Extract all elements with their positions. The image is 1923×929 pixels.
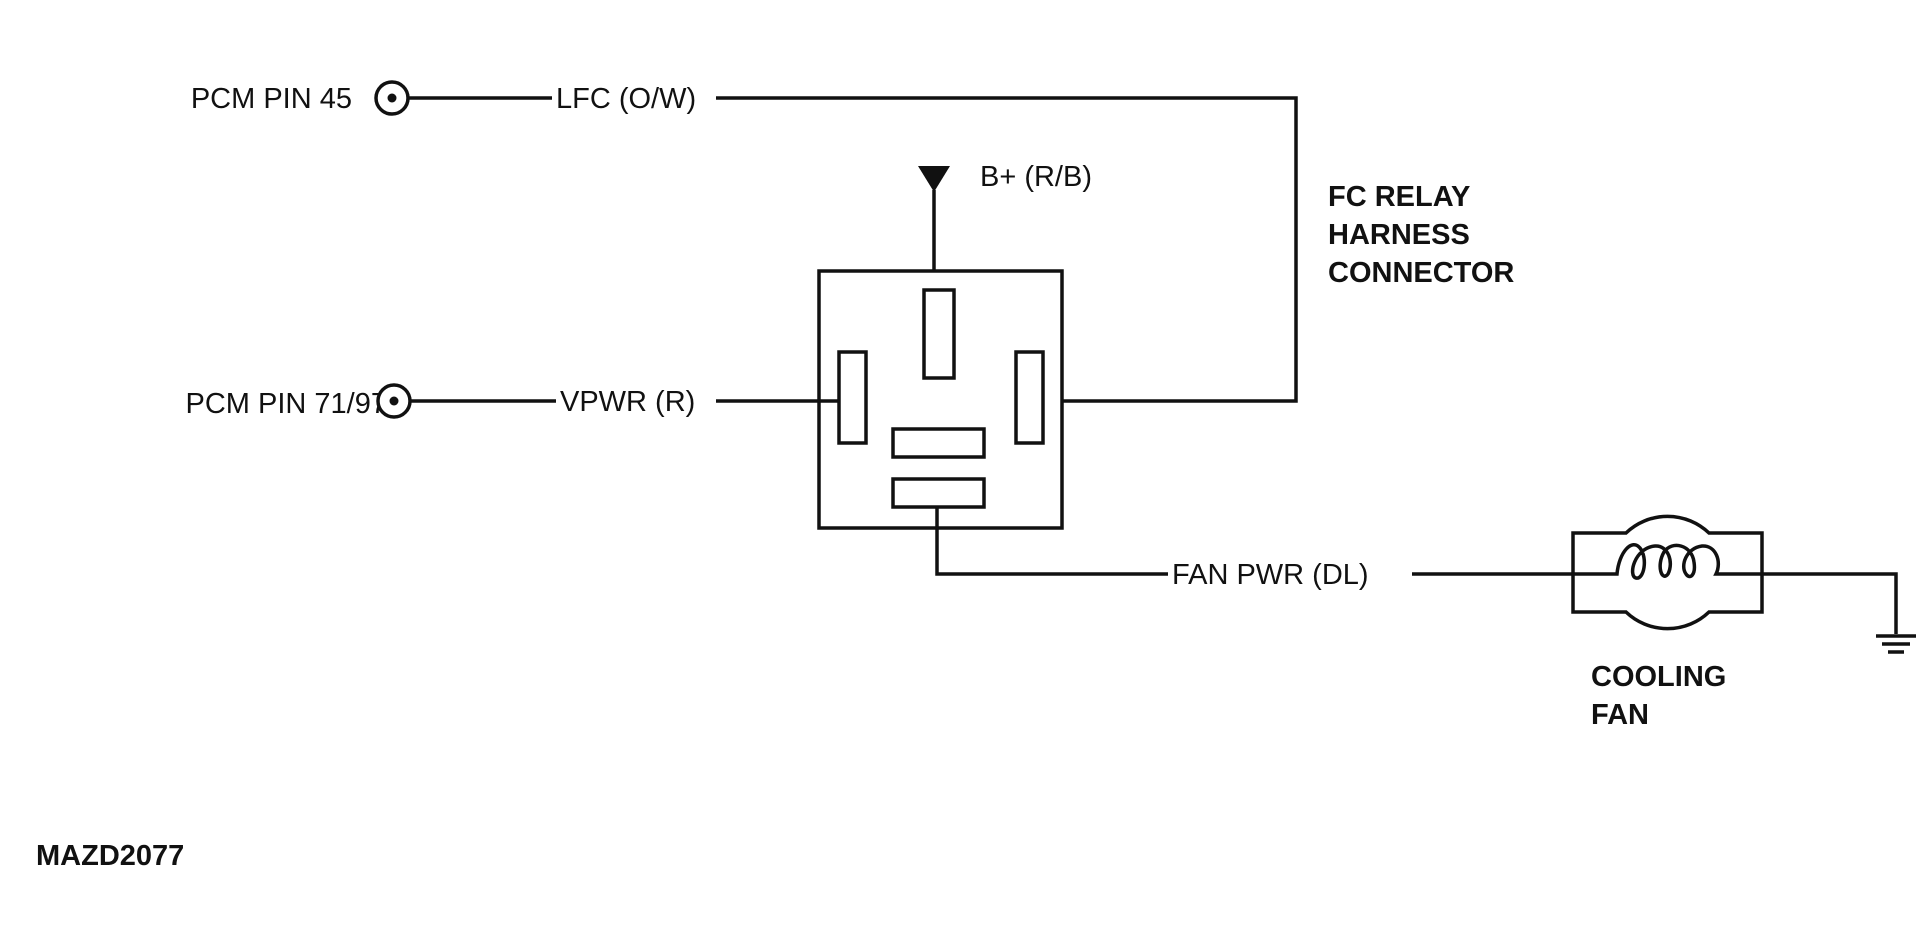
figure-id: MAZD2077 bbox=[36, 840, 184, 872]
fc-relay-connector-label: FC RELAY HARNESS CONNECTOR bbox=[1328, 181, 1514, 289]
pcm-pin-45-terminal-icon bbox=[374, 80, 410, 116]
cooling-fan-line-2: FAN bbox=[1591, 699, 1649, 731]
ground-wire bbox=[1762, 572, 1898, 634]
battery-supply-arrow-icon bbox=[918, 166, 950, 192]
b-plus-label: B+ (R/B) bbox=[980, 161, 1092, 193]
ground-icon bbox=[1876, 634, 1916, 654]
relay-terminal-left bbox=[837, 350, 868, 445]
relay-terminal-bottom bbox=[891, 477, 986, 509]
fan-pwr-wire-left bbox=[935, 507, 1168, 576]
fan-pwr-wire-label: FAN PWR (DL) bbox=[1172, 559, 1369, 591]
fc-relay-line-2: HARNESS bbox=[1328, 219, 1470, 251]
cooling-fan-motor-icon bbox=[1571, 514, 1764, 631]
pcm-pin-45-label: PCM PIN 45 bbox=[191, 83, 352, 115]
relay-connector bbox=[817, 269, 1064, 530]
cooling-fan-label: COOLING FAN bbox=[1591, 661, 1734, 731]
pcm-pin-71-97-label: PCM PIN 71/97 bbox=[186, 388, 387, 420]
pcm-pin-71-97-terminal-icon bbox=[376, 383, 412, 419]
relay-terminal-top bbox=[922, 288, 956, 380]
fc-relay-line-1: FC RELAY bbox=[1328, 181, 1470, 213]
lfc-wire-label: LFC (O/W) bbox=[556, 83, 696, 115]
relay-terminal-middle bbox=[891, 427, 986, 459]
cooling-fan-line-1: COOLING bbox=[1591, 661, 1726, 693]
vpwr-wire-label: VPWR (R) bbox=[560, 386, 695, 418]
fc-relay-line-3: CONNECTOR bbox=[1328, 257, 1514, 289]
relay-terminal-right bbox=[1014, 350, 1045, 445]
lfc-wire-right bbox=[716, 96, 1298, 403]
